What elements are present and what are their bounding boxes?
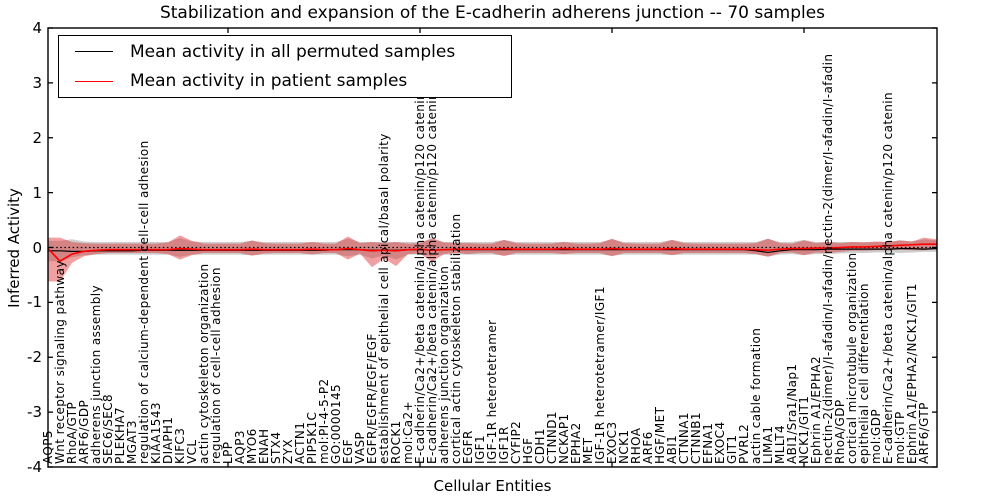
patient-mean-line (47, 243, 937, 263)
legend: Mean activity in all permuted samples Me… (58, 35, 512, 98)
legend-row-permuted: Mean activity in all permuted samples (59, 38, 511, 66)
legend-line-patient-icon (75, 80, 113, 82)
x-axis-label: Cellular Entities (433, 477, 552, 495)
legend-label-permuted: Mean activity in all permuted samples (130, 41, 456, 62)
permuted-mean-line (48, 247, 937, 254)
legend-row-patient: Mean activity in patient samples (59, 67, 511, 95)
legend-line-permuted-icon (75, 51, 113, 53)
chart-title: Stabilization and expansion of the E-cad… (159, 3, 826, 23)
legend-label-patient: Mean activity in patient samples (130, 71, 408, 92)
